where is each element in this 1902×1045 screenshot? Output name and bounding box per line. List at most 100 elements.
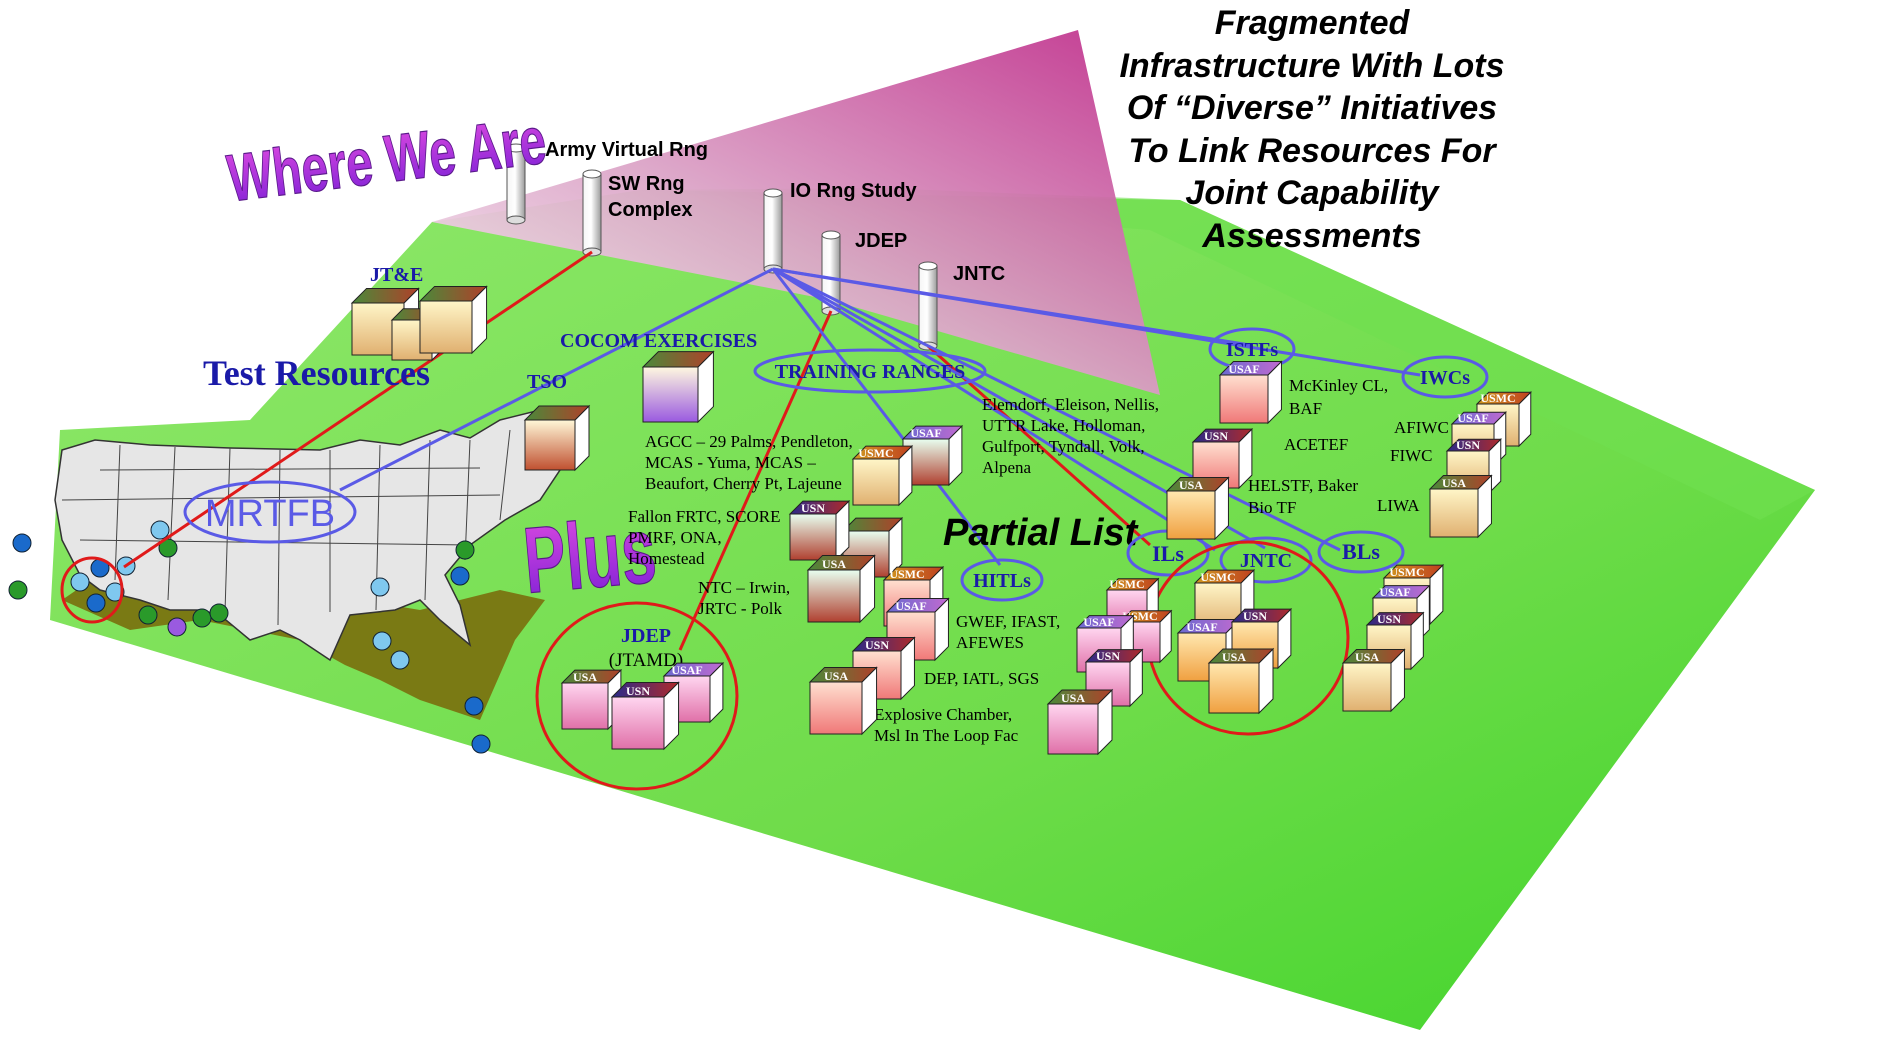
bls-oval [1317, 530, 1405, 574]
note-mckinley-1: McKinley CL, [1289, 376, 1388, 395]
pillar-jdep [821, 230, 841, 316]
us-map [8, 409, 576, 754]
service-tag: USN [1377, 612, 1401, 626]
headline-line-5: Joint Capability [1185, 174, 1439, 212]
cube-usaf: USAF [1218, 360, 1283, 425]
cube-usa: USA [806, 554, 876, 624]
hitls-oval [960, 558, 1044, 602]
note-fallon-3: Homestead [628, 549, 705, 568]
note-mckinley-2: BAF [1289, 399, 1322, 418]
pillar-label-sw-rng-1: SW Rng [608, 173, 685, 195]
cube-resource [641, 350, 715, 424]
cube-resource [523, 404, 591, 472]
note-agcc-2: MCAS - Yuma, MCAS – [645, 453, 816, 472]
pillar-label-army-virtual: Army Virtual Rng [545, 139, 708, 161]
service-tag: USMC [889, 567, 924, 581]
pillar-label-jdep: JDEP [855, 230, 907, 252]
service-tag: USMC [1109, 577, 1144, 591]
where-we-are-title: Where We Are [224, 104, 550, 216]
pillar-label-jntc: JNTC [953, 263, 1005, 285]
service-tag: USAF [895, 599, 926, 613]
pillar-sw-rng [582, 169, 602, 257]
cube-usn: USN [788, 499, 851, 562]
cube-usa: USA [1046, 688, 1114, 756]
test-site-markers [8, 520, 491, 754]
note-fallon-1: Fallon FRTC, SCORE [628, 507, 781, 526]
jntc-oval-label: JNTC [1240, 550, 1292, 572]
cube-usa: USA [560, 668, 623, 731]
pillar-io-rng-study [763, 188, 783, 274]
service-tag: USMC [1200, 570, 1235, 584]
cube-resource [418, 285, 488, 355]
mrtfb-label: MRTFB [205, 493, 335, 535]
note-agcc-1: AGCC – 29 Palms, Pendleton, [645, 432, 853, 451]
mrtfb-oval [183, 480, 357, 544]
note-fallon-2: PMRF, ONA, [628, 528, 722, 547]
us-map-land [54, 409, 576, 662]
training-ranges-label: TRAINING RANGES [775, 361, 966, 383]
bls-label: BLs [1342, 539, 1380, 564]
headline-line-4: To Link Resources For [1128, 131, 1496, 170]
pillars [506, 143, 938, 351]
note-ntc-2: JRTC - Polk [698, 599, 782, 618]
headline: Fragmented Infrastructure With Lots Of “… [1062, 2, 1562, 257]
jntc-oval [1219, 536, 1313, 584]
headline-line-6: Assessments [1202, 216, 1422, 255]
service-tag: USN [1243, 609, 1267, 623]
iwcs-oval [1401, 355, 1489, 399]
service-tag: USN [801, 501, 825, 515]
pillar-label-io-rng: IO Rng Study [790, 180, 918, 202]
note-gwef-1: GWEF, IFAST, [956, 612, 1060, 631]
service-tag: USMC [1480, 391, 1515, 405]
cube-usa: USA [1341, 648, 1406, 713]
pillar-label-sw-rng-2: Complex [608, 199, 692, 221]
tso-label: TSO [527, 371, 567, 393]
note-afiwc: AFIWC [1394, 418, 1449, 437]
service-tag: USA [1222, 650, 1246, 664]
service-tag: USMC [1389, 565, 1424, 579]
service-tag: USMC [858, 446, 893, 460]
note-helstf-2: Bio TF [1248, 498, 1296, 517]
service-tag: USN [1204, 429, 1228, 443]
note-elemdorf-1: Elemdorf, Eleison, Nellis, [982, 395, 1159, 414]
jdep-circle [535, 601, 739, 791]
service-tag: USAF [1457, 411, 1488, 425]
note-elemdorf-3: Gulfport, Tyndall, Volk, [982, 437, 1145, 456]
service-tag: USA [822, 557, 846, 571]
pillar-army-virtual-rng [506, 143, 526, 225]
cube-usaf: USAF [885, 597, 950, 662]
note-dep: DEP, IATL, SGS [924, 669, 1039, 688]
note-agcc-3: Beaufort, Cherry Pt, Lajeune [645, 474, 842, 493]
cube-usa: USA [1428, 474, 1493, 539]
service-tag: USAF [1083, 615, 1114, 629]
service-tag: USA [824, 669, 848, 683]
cube-usa: USA [808, 666, 878, 736]
cube-usmc: USMC [851, 444, 914, 507]
service-tag: USAF [910, 426, 941, 440]
note-elemdorf-2: UTTR Lake, Holloman, [982, 416, 1145, 435]
service-tag: USAF [1186, 620, 1217, 634]
note-fiwc: FIWC [1390, 446, 1433, 465]
note-helstf-1: HELSTF, Baker [1248, 476, 1358, 495]
partial-list-label: Partial List [943, 512, 1139, 554]
cocom-label: COCOM EXERCISES [560, 330, 757, 352]
service-tag: USN [1456, 438, 1480, 452]
jdep-circle-label: JDEP [621, 625, 671, 647]
iwcs-label: IWCs [1420, 367, 1470, 389]
service-tag: USAF [1228, 362, 1259, 376]
service-tag: USA [573, 670, 597, 684]
service-tag: USAF [1379, 585, 1410, 599]
headline-line-2: Infrastructure With Lots [1119, 46, 1505, 85]
jtamd-label: (JTAMD) [609, 650, 683, 671]
service-tag: USN [1096, 649, 1120, 663]
notes: AGCC – 29 Palms, Pendleton, MCAS - Yuma,… [628, 376, 1449, 745]
plus-label: Plus [520, 497, 660, 613]
note-ntc-1: NTC – Irwin, [698, 578, 790, 597]
service-tag: USN [865, 638, 889, 652]
istfs-label: ISTFs [1226, 339, 1278, 361]
ground-plane-edge [640, 188, 1815, 520]
ils-label: ILs [1152, 541, 1184, 566]
jte-label: JT&E [370, 264, 423, 286]
